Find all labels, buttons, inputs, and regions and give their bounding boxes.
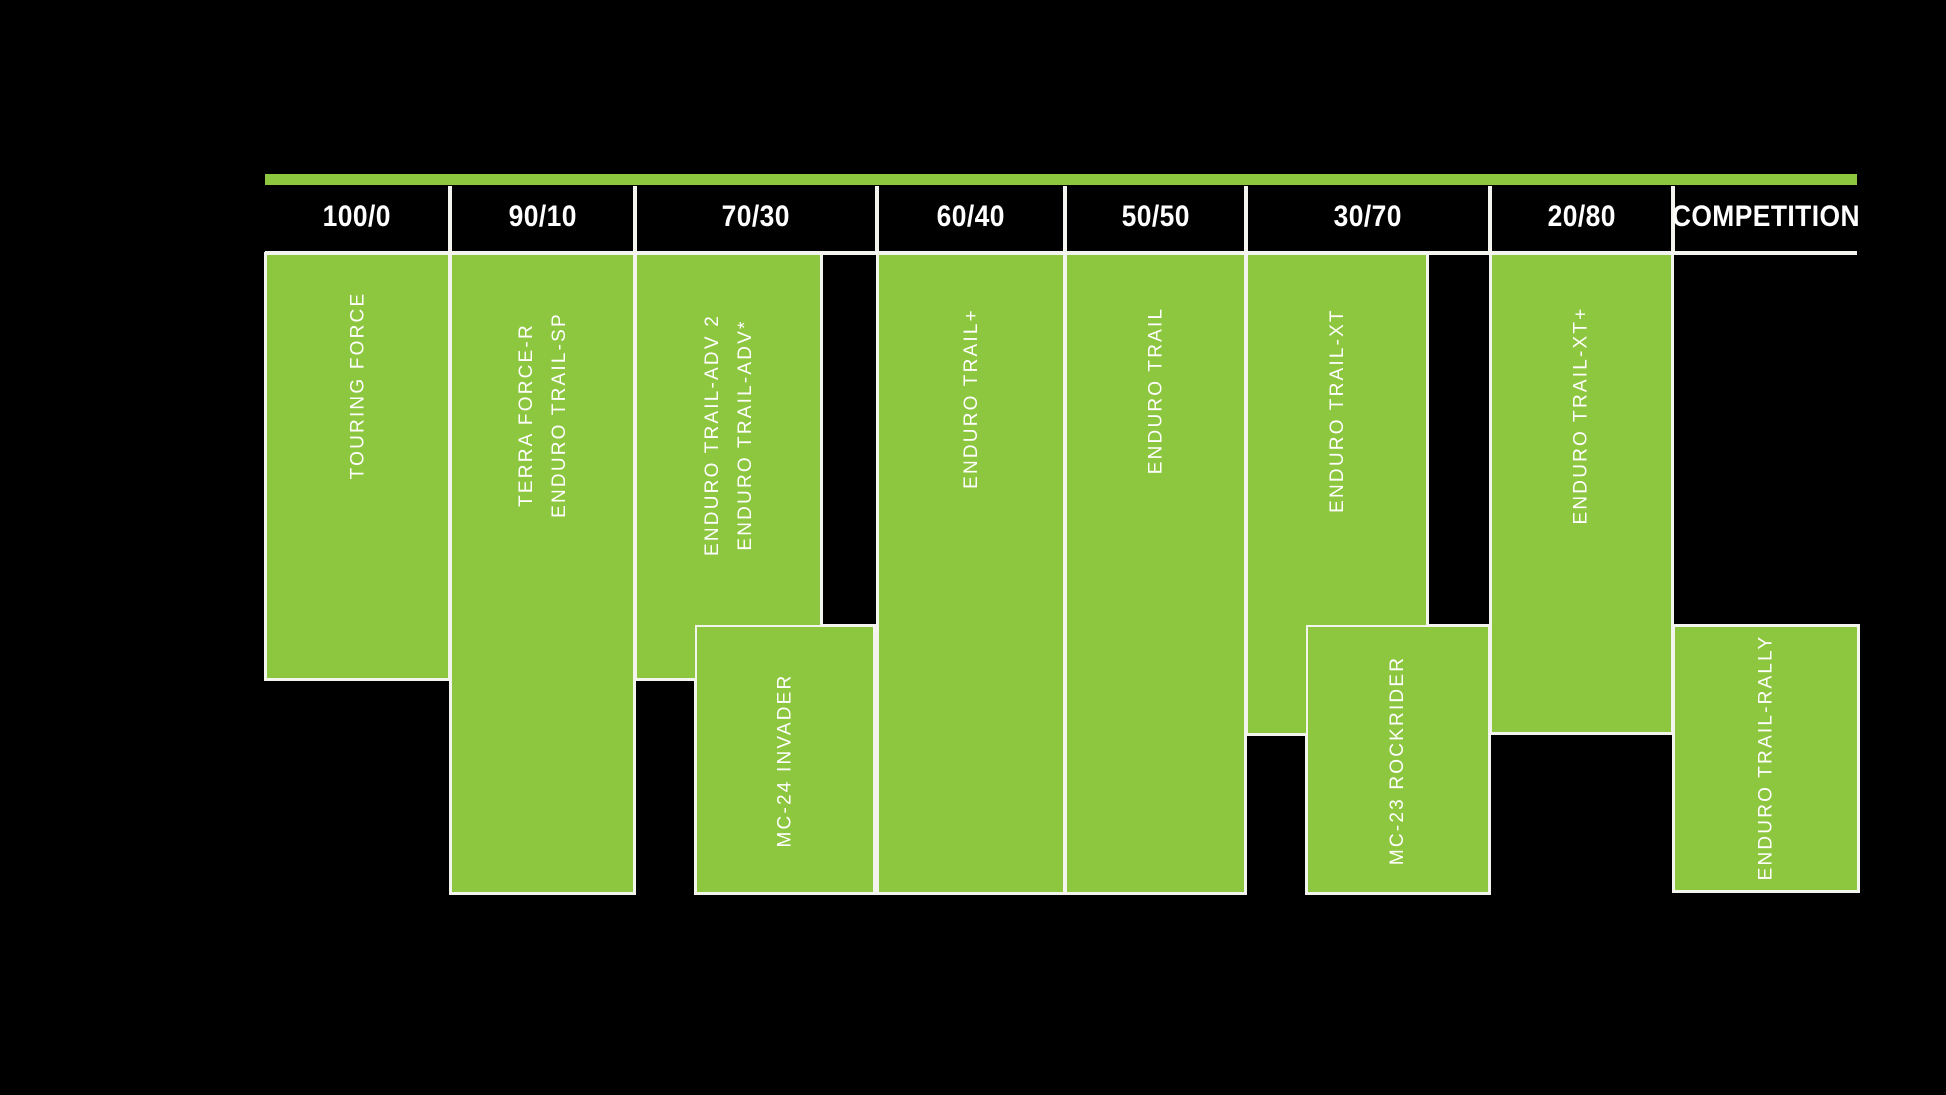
product-block-enduro-trail-xt-plus (1492, 255, 1671, 732)
column-header-label: 60/40 (936, 200, 1006, 233)
product-label-line: MC-23 ROCKRIDER (1387, 655, 1409, 865)
product-block-enduro-trail (1067, 255, 1244, 892)
product-label-line: MC-24 INVADER (774, 673, 796, 847)
column-header-70-30: 70/30 (637, 186, 875, 248)
product-label-line: TOURING FORCE (347, 291, 368, 479)
product-label-mc23-rockrider: MC-23 ROCKRIDER (1308, 655, 1488, 864)
product-label-enduro-trail-xt-plus: ENDURO TRAIL-XT+ (1492, 306, 1671, 524)
header-divider (1063, 186, 1067, 252)
column-header-20-80: 20/80 (1492, 186, 1671, 248)
product-label-mc24-invader: MC-24 INVADER (697, 673, 873, 847)
column-header-label: 90/10 (508, 200, 577, 233)
product-block-mc24-invader (697, 627, 873, 892)
product-label-line: ENDURO TRAIL-ADV 2 (701, 314, 723, 556)
product-label-line: ENDURO TRAIL-XT+ (1571, 305, 1592, 525)
header-divider (1671, 186, 1675, 252)
column-header-label: 20/80 (1547, 200, 1616, 233)
column-header-label: 100/0 (322, 200, 391, 233)
product-block-enduro-trail-rally (1675, 627, 1857, 890)
column-header-90-10: 90/10 (452, 186, 633, 248)
header-divider (875, 186, 879, 252)
header-divider (448, 186, 452, 252)
column-header-competition: COMPETITION (1671, 186, 1861, 248)
product-label-line: ENDURO TRAIL (1145, 306, 1166, 474)
column-header-30-70: 30/70 (1248, 186, 1488, 248)
column-header-label: COMPETITION (1671, 200, 1861, 233)
product-label-line: ENDURO TRAIL-ADV* (734, 319, 756, 551)
column-header-100-0: 100/0 (265, 186, 448, 248)
product-label-enduro-trail-adv: ENDURO TRAIL-ADV 2 ENDURO TRAIL-ADV* (637, 314, 820, 556)
product-label-terra-force-r: TERRA FORCE-R ENDURO TRAIL-SP (452, 312, 633, 518)
product-label-line: ENDURO TRAIL+ (960, 307, 982, 489)
product-label-line: ENDURO TRAIL-SP (548, 312, 570, 518)
header-divider (1244, 186, 1248, 252)
product-block-touring-force (267, 255, 448, 678)
product-block-terra-force-r (452, 255, 633, 892)
product-label-line: ENDURO TRAIL-RALLY (1755, 634, 1777, 880)
product-block-enduro-trail-adv-step (637, 255, 695, 678)
product-label-enduro-trail-xt: ENDURO TRAIL-XT (1248, 308, 1426, 513)
product-label-enduro-trail-rally: ENDURO TRAIL-RALLY (1675, 634, 1857, 880)
column-header-label: 50/50 (1121, 200, 1190, 233)
product-label-enduro-trail: ENDURO TRAIL (1067, 306, 1244, 474)
column-header-60-40: 60/40 (879, 186, 1063, 248)
column-header-label: 70/30 (721, 200, 791, 233)
product-label-line: ENDURO TRAIL-XT (1326, 307, 1348, 513)
product-label-enduro-trail-plus: ENDURO TRAIL+ (879, 308, 1063, 489)
product-label-touring-force: TOURING FORCE (267, 291, 448, 479)
column-header-50-50: 50/50 (1067, 186, 1244, 248)
column-header-label: 30/70 (1333, 200, 1403, 233)
header-divider (1488, 186, 1492, 252)
product-label-line: TERRA FORCE-R (515, 323, 537, 507)
top-accent-bar (265, 174, 1857, 185)
product-block-enduro-trail-plus (879, 255, 1063, 892)
product-block-mc23-rockrider (1308, 627, 1488, 892)
header-divider (633, 186, 637, 252)
product-block-enduro-trail-xt-step (1248, 255, 1306, 733)
